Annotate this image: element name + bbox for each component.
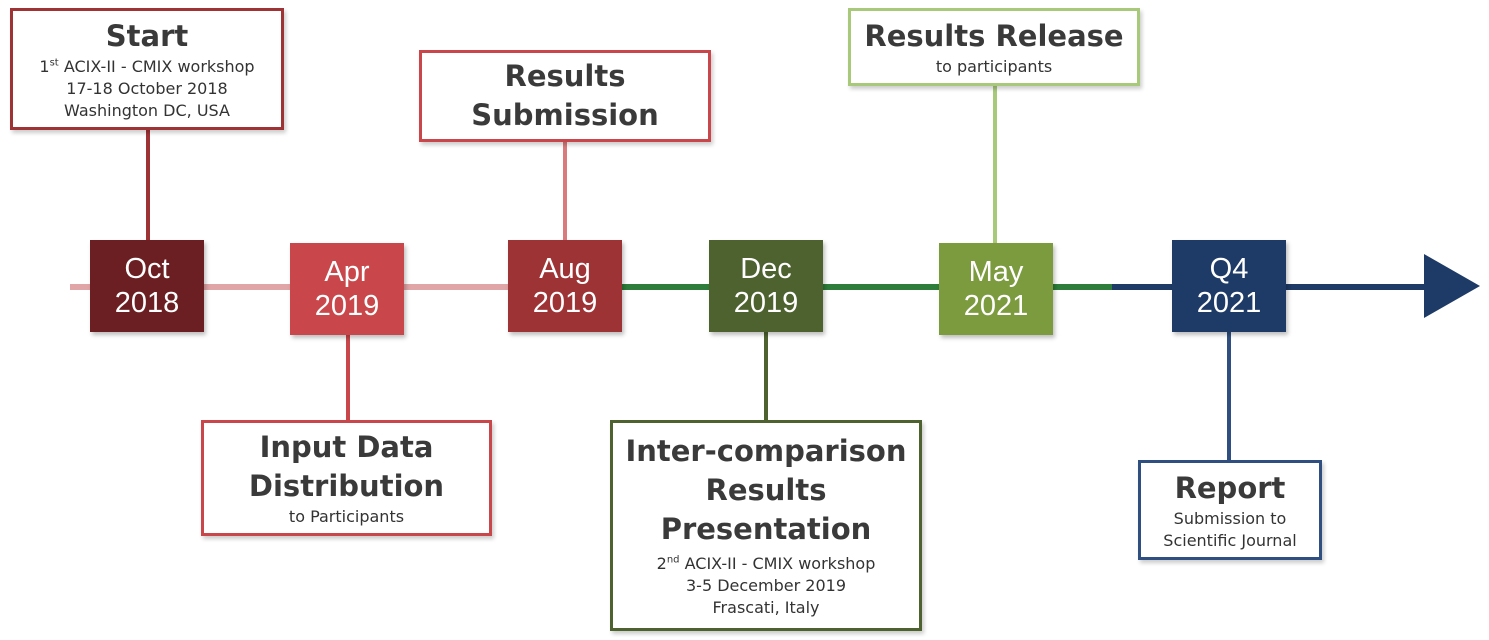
event-title: Report [1174, 470, 1286, 505]
event-subtitle: Submission to Scientific Journal [1163, 508, 1297, 550]
event-title: Input Data Distribution [248, 430, 445, 503]
milestone-year: 2019 [532, 287, 598, 319]
milestone-year: 2021 [963, 290, 1029, 322]
milestone-oct-2018: Oct 2018 [90, 240, 204, 332]
event-title: Start [105, 18, 189, 53]
event-location: Washington DC, USA [64, 100, 230, 120]
event-title: Results Release [864, 18, 1124, 53]
event-results-release: Results Release to participants [848, 8, 1140, 86]
milestone-year: 2019 [314, 290, 380, 322]
event-dates: 3-5 December 2019 [686, 576, 846, 595]
event-title: Results Submission [471, 59, 659, 132]
event-intercomparison: Inter-comparison Results Presentation 2n… [610, 420, 922, 631]
milestone-apr-2019: Apr 2019 [290, 243, 404, 335]
event-subtitle: to Participants [288, 507, 405, 526]
event-input-data: Input Data Distribution to Participants [201, 420, 492, 536]
connector-start [146, 128, 150, 240]
milestone-month: Dec [740, 253, 792, 285]
event-workshop-line: 1st ACIX-II - CMIX workshop [39, 56, 255, 76]
milestone-month: May [968, 256, 1024, 288]
event-report: Report Submission to Scientific Journal [1138, 460, 1322, 560]
connector-input [346, 334, 350, 422]
milestone-dec-2019: Dec 2019 [709, 240, 823, 332]
timeline-arrowhead-icon [1424, 254, 1480, 318]
event-location: Frascati, Italy [712, 598, 820, 617]
event-results-submission: Results Submission [419, 50, 711, 142]
connector-submission [563, 140, 567, 240]
milestone-month: Apr [324, 256, 370, 288]
event-workshop-line: 2nd ACIX-II - CMIX workshop [656, 554, 876, 573]
event-subtitle: to participants [935, 56, 1053, 76]
connector-report [1227, 330, 1231, 462]
connector-release [993, 84, 997, 244]
event-title: Inter-comparison Results Presentation [625, 434, 907, 546]
milestone-month: Q4 [1209, 253, 1249, 285]
event-dates: 17-18 October 2018 [66, 78, 228, 98]
connector-presentation [764, 330, 768, 422]
milestone-month: Aug [539, 253, 591, 285]
milestone-year: 2021 [1196, 287, 1262, 319]
milestone-year: 2019 [733, 287, 799, 319]
milestone-month: Oct [124, 253, 170, 285]
milestone-aug-2019: Aug 2019 [508, 240, 622, 332]
event-start: Start 1st ACIX-II - CMIX workshop 17-18 … [10, 8, 284, 130]
milestone-q4-2021: Q4 2021 [1172, 240, 1286, 332]
milestone-year: 2018 [114, 287, 180, 319]
milestone-may-2021: May 2021 [939, 243, 1053, 335]
